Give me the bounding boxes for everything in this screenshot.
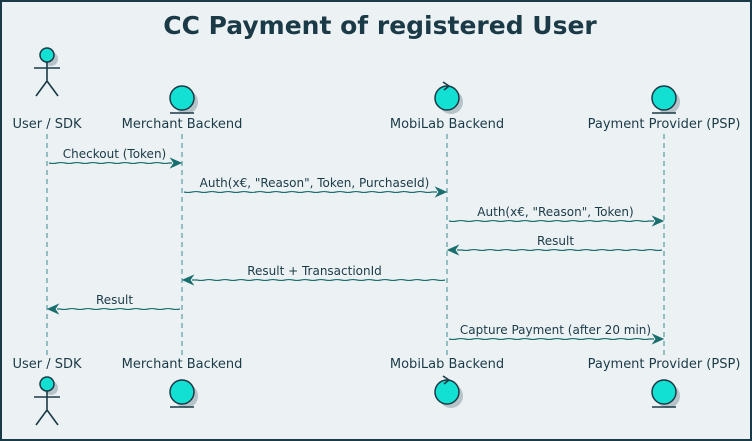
entity-circle: [169, 85, 195, 111]
control-arrow: [442, 375, 451, 385]
participant-label-top-mobilab: MobiLab Backend: [390, 117, 504, 132]
lifelines: [46, 134, 665, 358]
entity-icon: [651, 85, 680, 114]
entity-circle: [169, 379, 195, 405]
message-line: [57, 307, 181, 311]
arrowhead: [169, 157, 183, 169]
message-3: Auth(x€, "Reason", Token): [448, 205, 665, 227]
message-label: Result: [96, 293, 133, 307]
entity-icon: [169, 379, 198, 408]
message-1: Checkout (Token): [48, 147, 183, 169]
messages: Checkout (Token) Auth(x€, "Reason", Token…: [46, 147, 665, 345]
control-icon: [434, 375, 463, 408]
message-4: Result: [446, 234, 663, 256]
diagram-title: CC Payment of registered User: [163, 11, 597, 40]
control-arrow: [442, 81, 451, 91]
control-icon: [434, 81, 463, 114]
actor-body: [34, 391, 60, 426]
participant-label-top-user: User / SDK: [12, 117, 82, 132]
participant-label-bottom-merchant: Merchant Backend: [122, 357, 243, 372]
arrowhead: [181, 274, 195, 286]
entity-circle: [651, 85, 677, 111]
message-line: [48, 161, 172, 165]
message-line: [448, 337, 654, 341]
participant-label-top-psp: Payment Provider (PSP): [588, 117, 741, 132]
message-line: [192, 278, 446, 282]
message-2: Auth(x€, "Reason", Token, PurchaseId): [183, 176, 448, 198]
participant-label-top-merchant: Merchant Backend: [122, 117, 243, 132]
actor-head: [39, 376, 55, 392]
message-label: Capture Payment (after 20 min): [460, 323, 651, 337]
arrowhead: [651, 333, 665, 345]
actor-icon: [34, 376, 60, 426]
message-6: Result: [46, 293, 181, 315]
entity-circle: [651, 379, 677, 405]
message-label: Result + TransactionId: [247, 264, 382, 278]
arrowhead: [46, 303, 60, 315]
message-line: [457, 248, 663, 252]
message-label: Auth(x€, "Reason", Token, PurchaseId): [200, 176, 430, 190]
actor-head: [39, 47, 55, 63]
message-label: Checkout (Token): [63, 147, 166, 161]
arrowhead: [434, 186, 448, 198]
participant-label-bottom-psp: Payment Provider (PSP): [588, 357, 741, 372]
message-line: [448, 219, 654, 223]
arrowhead: [446, 244, 460, 256]
message-label: Result: [537, 234, 574, 248]
control-circle: [434, 379, 460, 405]
message-label: Auth(x€, "Reason", Token): [477, 205, 633, 219]
message-line: [183, 190, 437, 194]
message-7: Capture Payment (after 20 min): [448, 323, 665, 345]
actor-icon: [34, 47, 60, 97]
participant-label-bottom-mobilab: MobiLab Backend: [390, 357, 504, 372]
participant-label-bottom-user: User / SDK: [12, 357, 82, 372]
control-circle: [434, 85, 460, 111]
entity-icon: [651, 379, 680, 408]
message-5: Result + TransactionId: [181, 264, 446, 286]
arrowhead: [651, 215, 665, 227]
entity-icon: [169, 85, 198, 114]
actor-body: [34, 62, 60, 97]
